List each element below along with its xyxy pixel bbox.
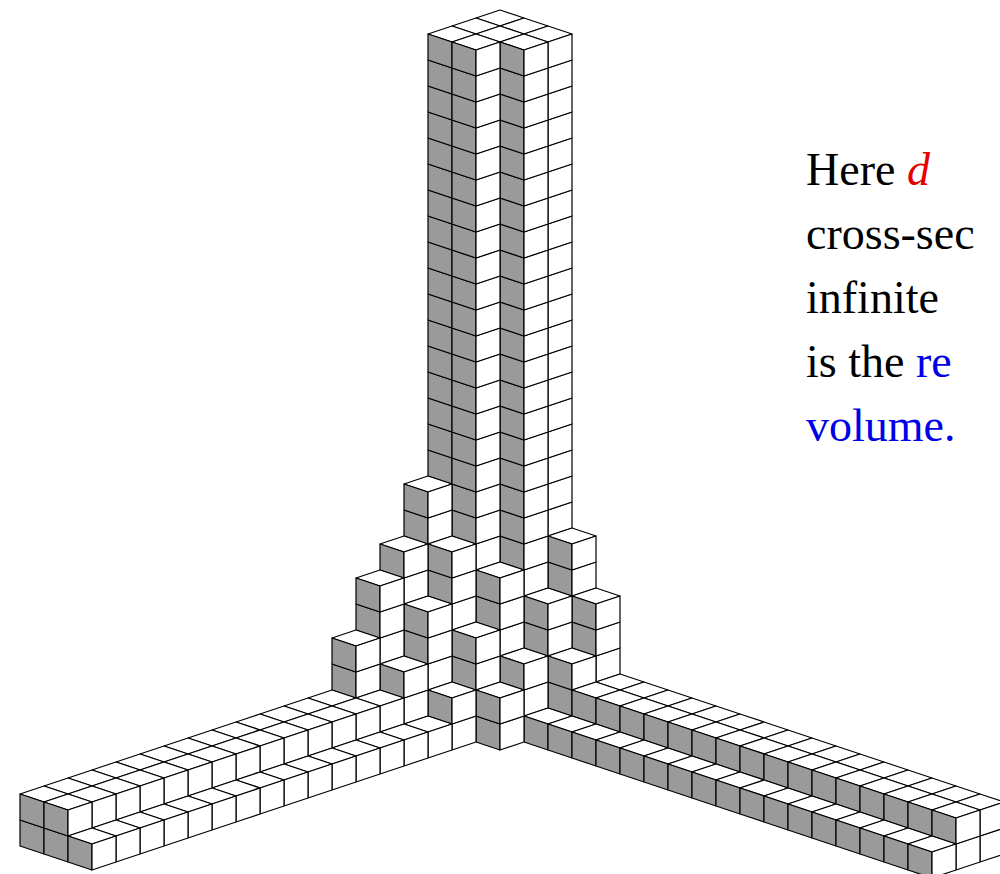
cube-shaded-face bbox=[476, 570, 500, 604]
cube-shaded-face bbox=[884, 836, 908, 870]
cube-side-face bbox=[356, 638, 380, 672]
cube-shaded-face bbox=[428, 34, 452, 68]
cube-side-face bbox=[380, 740, 404, 774]
cube-side-face bbox=[92, 836, 116, 870]
cube-shaded-face bbox=[404, 604, 428, 638]
cube-shaded-face bbox=[356, 578, 380, 612]
cube-side-face bbox=[284, 772, 308, 806]
cube-side-face bbox=[476, 630, 500, 664]
cube-side-face bbox=[308, 764, 332, 798]
cube-shaded-face bbox=[788, 804, 812, 838]
caption-text: volume. bbox=[806, 400, 955, 451]
text-line: infinite bbox=[806, 275, 939, 321]
cube-side-face bbox=[548, 596, 572, 630]
cube-side-face bbox=[380, 578, 404, 612]
cube-side-face bbox=[212, 796, 236, 830]
cube-side-face bbox=[332, 756, 356, 790]
cube-side-face bbox=[428, 484, 452, 518]
cube-shaded-face bbox=[548, 536, 572, 570]
cube-side-face bbox=[164, 812, 188, 846]
text-line: is there bbox=[806, 339, 952, 385]
text-line: Hered bbox=[806, 147, 930, 193]
cube-side-face bbox=[524, 42, 548, 76]
caption-text: d bbox=[907, 144, 930, 195]
cube-shaded-face bbox=[812, 812, 836, 846]
cube-shaded-face bbox=[620, 748, 644, 782]
cube-side-face bbox=[500, 690, 524, 724]
cube-shaded-face bbox=[764, 796, 788, 830]
cube-side-face bbox=[500, 570, 524, 604]
cube-shaded-face bbox=[596, 740, 620, 774]
cube-side-face bbox=[404, 664, 428, 698]
cube-side-face bbox=[572, 536, 596, 570]
cube-shaded-face bbox=[644, 756, 668, 790]
text-line: volume. bbox=[806, 403, 955, 449]
cube-shaded-face bbox=[572, 732, 596, 766]
cube-shaded-face bbox=[500, 42, 524, 76]
cube-shaded-face bbox=[548, 724, 572, 758]
cube-shaded-face bbox=[44, 802, 68, 836]
cube-shaded-face bbox=[524, 716, 548, 750]
caption-text: re bbox=[916, 336, 952, 387]
caption-text: Here bbox=[806, 144, 895, 195]
cube-shaded-face bbox=[860, 828, 884, 862]
cube-shaded-face bbox=[548, 656, 572, 690]
cube-side-face bbox=[116, 828, 140, 862]
cube-shaded-face bbox=[668, 764, 692, 798]
cube-side-face bbox=[476, 42, 500, 76]
cube-shaded-face bbox=[716, 780, 740, 814]
cube-shaded-face bbox=[836, 820, 860, 854]
cube-side-face bbox=[260, 780, 284, 814]
cube-shaded-face bbox=[428, 544, 452, 578]
cube-side-face bbox=[452, 690, 476, 724]
cube-side-face bbox=[404, 732, 428, 766]
cube-side-face bbox=[404, 544, 428, 578]
caption-text: infinite bbox=[806, 272, 939, 323]
cube-shaded-face bbox=[332, 638, 356, 672]
cube-shaded-face bbox=[452, 630, 476, 664]
cube-side-face bbox=[524, 656, 548, 690]
cube-shaded-face bbox=[20, 794, 44, 828]
cube-side-face bbox=[428, 604, 452, 638]
cube-side-face bbox=[236, 788, 260, 822]
caption-text: cross-sec bbox=[806, 208, 975, 259]
cube-side-face bbox=[980, 802, 1000, 836]
cube-side-face bbox=[932, 844, 956, 874]
cube-shaded-face bbox=[452, 42, 476, 76]
cube-side-face bbox=[188, 804, 212, 838]
cube-shaded-face bbox=[740, 788, 764, 822]
cube-side-face bbox=[596, 596, 620, 630]
cube-side-face bbox=[548, 34, 572, 68]
cube-side-face bbox=[356, 748, 380, 782]
cube-shaded-face bbox=[68, 836, 92, 870]
cube-side-face bbox=[140, 820, 164, 854]
cube-shaded-face bbox=[524, 596, 548, 630]
cube-shaded-face bbox=[692, 772, 716, 806]
cube-side-face bbox=[956, 810, 980, 844]
cube-shaded-face bbox=[572, 596, 596, 630]
cube-side-face bbox=[428, 724, 452, 758]
cube-side-face bbox=[452, 544, 476, 578]
cube-shaded-face bbox=[476, 690, 500, 724]
cube-shaded-face bbox=[908, 844, 932, 874]
cube-shaded-face bbox=[404, 484, 428, 518]
caption-text: is the bbox=[806, 336, 904, 387]
text-line: cross-sec bbox=[806, 211, 975, 257]
